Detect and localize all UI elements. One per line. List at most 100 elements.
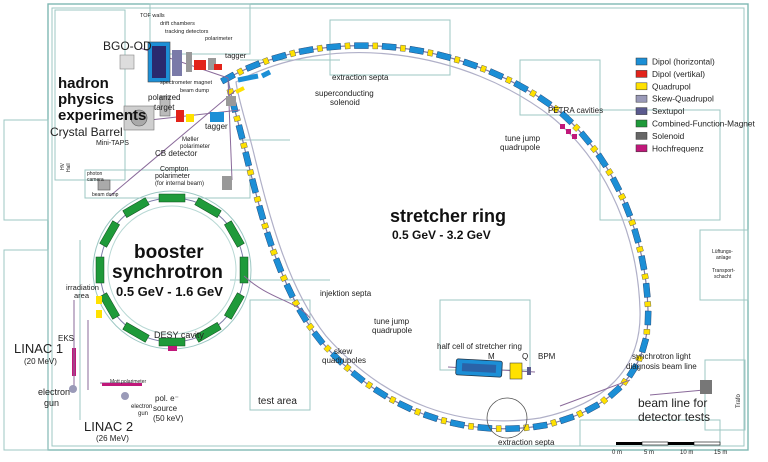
stretcher-ring-magnets [220, 42, 652, 432]
ring-dipole-38 [283, 282, 296, 299]
legend-swatch-7 [635, 144, 648, 153]
label-tracking-detectors: tracking detectors [165, 29, 209, 35]
label-mott: Mott polarimeter [110, 379, 146, 385]
booster-magnet-7 [99, 220, 120, 248]
ring-quadrupole-21 [643, 329, 651, 335]
ring-dipole-15 [595, 152, 609, 169]
label-detector-2: detector tests [638, 410, 710, 424]
label-booster-energy: 0.5 GeV - 1.6 GeV [116, 284, 223, 299]
booster-magnet-9 [158, 193, 186, 203]
ring-quadrupole-10 [504, 76, 513, 85]
ring-dipole-32 [397, 400, 413, 413]
legend-swatch-5 [635, 119, 648, 128]
ring-quadrupole-31 [414, 407, 422, 416]
scale-bar: 0 m 5 m 10 m 15 m [612, 441, 727, 456]
label-camera: camera [87, 177, 104, 183]
label-drift-chambers: drift chambers [160, 21, 195, 27]
ring-quadrupole-14 [589, 144, 599, 154]
label-linac1: LINAC 1 [14, 341, 63, 356]
ring-dipole-12 [536, 94, 553, 108]
legend-label-4: Sextupol [652, 106, 684, 116]
ring-quadrupole-2 [289, 49, 297, 58]
ring-quadrupole-12 [551, 104, 561, 114]
ring-quadrupole-26 [550, 418, 558, 427]
ring-dipole-18 [631, 228, 642, 244]
ring-quadrupole-0 [236, 67, 245, 76]
legend-swatch-4 [635, 107, 648, 115]
scale-tick-10: 10 m [680, 450, 693, 456]
legend-label-1: Dipol (vertikal) [652, 69, 705, 79]
labels: BGO-OD hadron physics experiments Crysta… [14, 13, 742, 447]
ring-dipole-8 [435, 51, 452, 61]
booster-magnet-10 [194, 197, 222, 218]
label-sync-light-2: diagnosis beam line [626, 362, 697, 371]
half-cell-inset [447, 358, 536, 380]
legend-label-2: Quadrupol [652, 81, 691, 91]
ring-quadrupole-30 [440, 417, 448, 425]
scale-tick-0: 0 m [612, 450, 622, 456]
ring-quadrupole-42 [246, 169, 255, 176]
ring-dipole-20 [642, 282, 651, 298]
ring-quadrupole-45 [226, 88, 235, 96]
label-spectrometer-magnet: spectrometer magnet [160, 80, 212, 86]
ring-quadrupole-6 [399, 44, 406, 52]
ring-quadrupole-35 [323, 344, 332, 353]
ring-quadrupole-16 [618, 192, 627, 201]
ring-dipole-44 [235, 124, 246, 140]
label-hadron: hadron [58, 75, 109, 92]
booster-magnet-6 [95, 256, 105, 284]
petra-cavity-1 [566, 129, 571, 134]
label-pol-source-3: (50 keV) [153, 414, 184, 423]
ring-quadrupole-3 [316, 44, 324, 53]
label-stretcher-ring: stretcher ring [390, 206, 506, 226]
stretcher-ring-inner [235, 52, 641, 422]
ring-quadrupole-19 [641, 273, 649, 280]
label-physics: physics [58, 91, 114, 108]
ring-dipole-41 [256, 204, 267, 221]
label-half-cell: half cell of stretcher ring [437, 342, 522, 351]
legend-label-7: Hochfrequenz [652, 143, 704, 153]
label-desy-cavity: DESY cavity [154, 330, 204, 340]
ring-dipole-33 [372, 386, 389, 400]
ring-quadrupole-4 [344, 42, 351, 50]
label-tune-jump-low-2: quadrupole [372, 326, 413, 335]
ring-quadrupole-1 [262, 57, 270, 66]
magnifier-circle [486, 397, 528, 439]
ring-dipole-3 [298, 46, 314, 56]
label-compton: Compton [160, 166, 189, 173]
booster-magnet-8 [122, 197, 150, 218]
ring-dipole-19 [638, 255, 648, 271]
ring-dipole-9 [462, 58, 479, 70]
ring-quadrupole-37 [291, 299, 301, 308]
ring-quadrupole-24 [600, 396, 609, 405]
ring-quadrupole-39 [269, 248, 278, 256]
label-cb-detector: CB detector [155, 149, 198, 158]
label-electron-gun-2: electron [131, 404, 152, 410]
ring-quadrupole-36 [306, 322, 315, 331]
label-tune-jump-top-2: quadrupole [500, 143, 541, 152]
label-transport-2: schacht [714, 274, 732, 280]
legend-swatch-0 [635, 57, 648, 66]
ring-quadrupole-11 [529, 89, 537, 98]
label-crystal-barrel: Crystal Barrel [50, 125, 123, 139]
label-petra: PETRA cavities [548, 106, 603, 115]
booster-synchrotron [92, 190, 252, 351]
label-irradiation-area: area [74, 291, 90, 300]
ring-dipole-14 [578, 130, 593, 146]
ring-quadrupole-29 [468, 422, 475, 430]
label-extraction-septa-bottom: extraction septa [498, 438, 555, 447]
ring-dipole-26 [559, 413, 575, 425]
ring-quadrupole-7 [427, 49, 434, 57]
legend-swatch-3 [635, 94, 648, 103]
label-beam-dump-left: beam dump [92, 192, 119, 198]
desy-cavity-marker [168, 346, 177, 351]
ring-quadrupole-15 [605, 168, 614, 177]
label-mini-taps: Mini-TAPS [96, 140, 129, 147]
booster-magnet-4 [122, 322, 150, 343]
ring-quadrupole-33 [365, 381, 374, 390]
label-trafo: Trafo [736, 394, 742, 408]
label-cell-q: Q [522, 352, 528, 361]
legend-label-0: Dipol (horizontal) [652, 57, 715, 67]
